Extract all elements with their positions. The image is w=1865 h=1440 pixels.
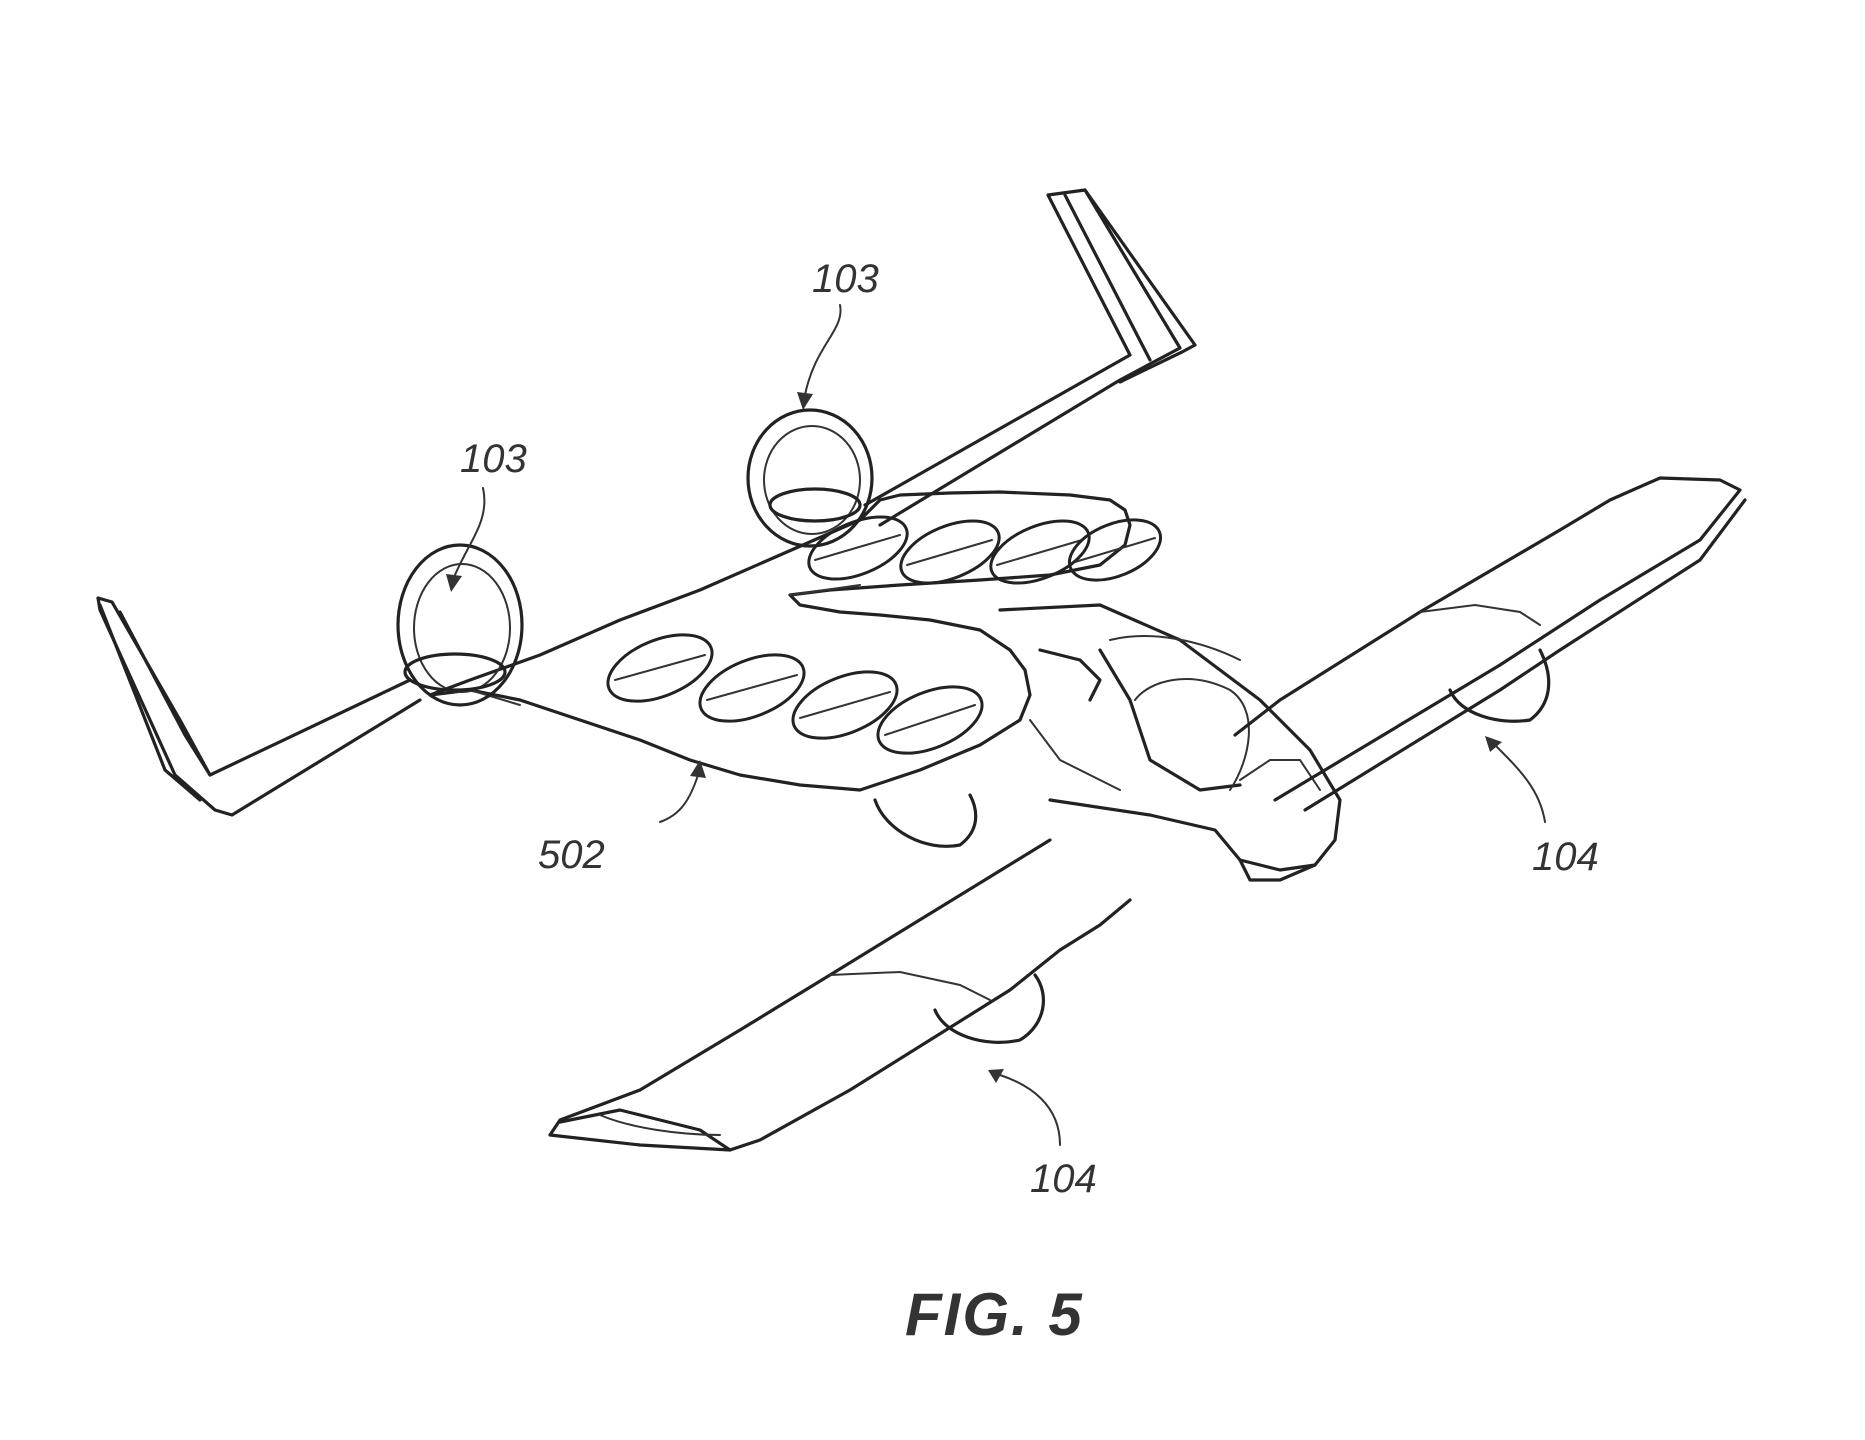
figure-caption: FIG. 5 — [905, 1281, 1084, 1348]
label-rotor-left: 103 — [460, 437, 527, 481]
label-prop-rear-right: 104 — [1532, 835, 1599, 879]
prop-under-fuselage — [873, 793, 978, 848]
fan-wing — [428, 490, 1132, 792]
leader-arrows — [446, 304, 1546, 1146]
fan-group-left — [606, 633, 984, 755]
label-fan-wing: 502 — [538, 833, 605, 877]
prop-rear-right — [1448, 648, 1551, 723]
rotor-right — [746, 408, 874, 548]
fan-group-right — [807, 515, 1163, 585]
rotor-left — [396, 543, 524, 707]
label-prop-rear-bottom: 104 — [1030, 1157, 1097, 1201]
right-wing — [863, 188, 1197, 527]
prop-rear-bottom — [933, 973, 1045, 1044]
rear-wing — [548, 476, 1747, 1152]
label-rotor-right: 103 — [812, 257, 879, 301]
fuselage — [998, 603, 1342, 882]
left-wing — [96, 596, 422, 817]
